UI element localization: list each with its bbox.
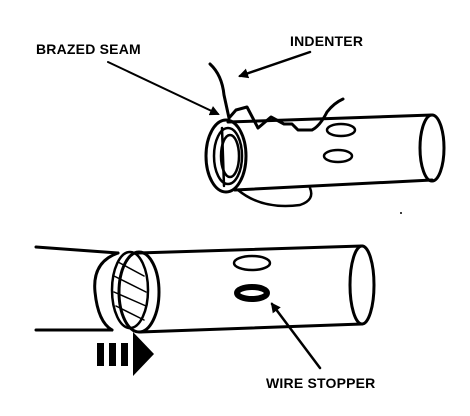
top-sleeve-assembly	[204, 62, 446, 208]
stranded-wire-end	[110, 250, 150, 330]
bottom-dimple	[232, 254, 272, 272]
wire-cable	[34, 245, 120, 332]
triple-arrow-right-icon	[97, 332, 154, 376]
top-sleeve-body	[226, 113, 446, 192]
brazed-seam-leader	[107, 61, 220, 116]
scan-speck	[400, 212, 402, 214]
top-crimp-bulge	[236, 186, 313, 208]
top-dimple-upper	[325, 122, 357, 138]
brazed-seam-rings	[204, 118, 248, 194]
indenter-leader	[238, 50, 312, 79]
top-dimple-lower	[322, 148, 354, 164]
wire-stopper-label: WIRE STOPPER	[266, 375, 376, 391]
indenter-tool	[208, 62, 345, 132]
bottom-wire-assembly	[34, 244, 376, 334]
bottom-sleeve-body	[117, 244, 376, 334]
wire-stopper-leader	[270, 302, 322, 370]
brazed-seam-label: BRAZED SEAM	[36, 41, 141, 57]
wire-stopper	[234, 284, 270, 302]
indenter-label: INDENTER	[290, 33, 363, 49]
